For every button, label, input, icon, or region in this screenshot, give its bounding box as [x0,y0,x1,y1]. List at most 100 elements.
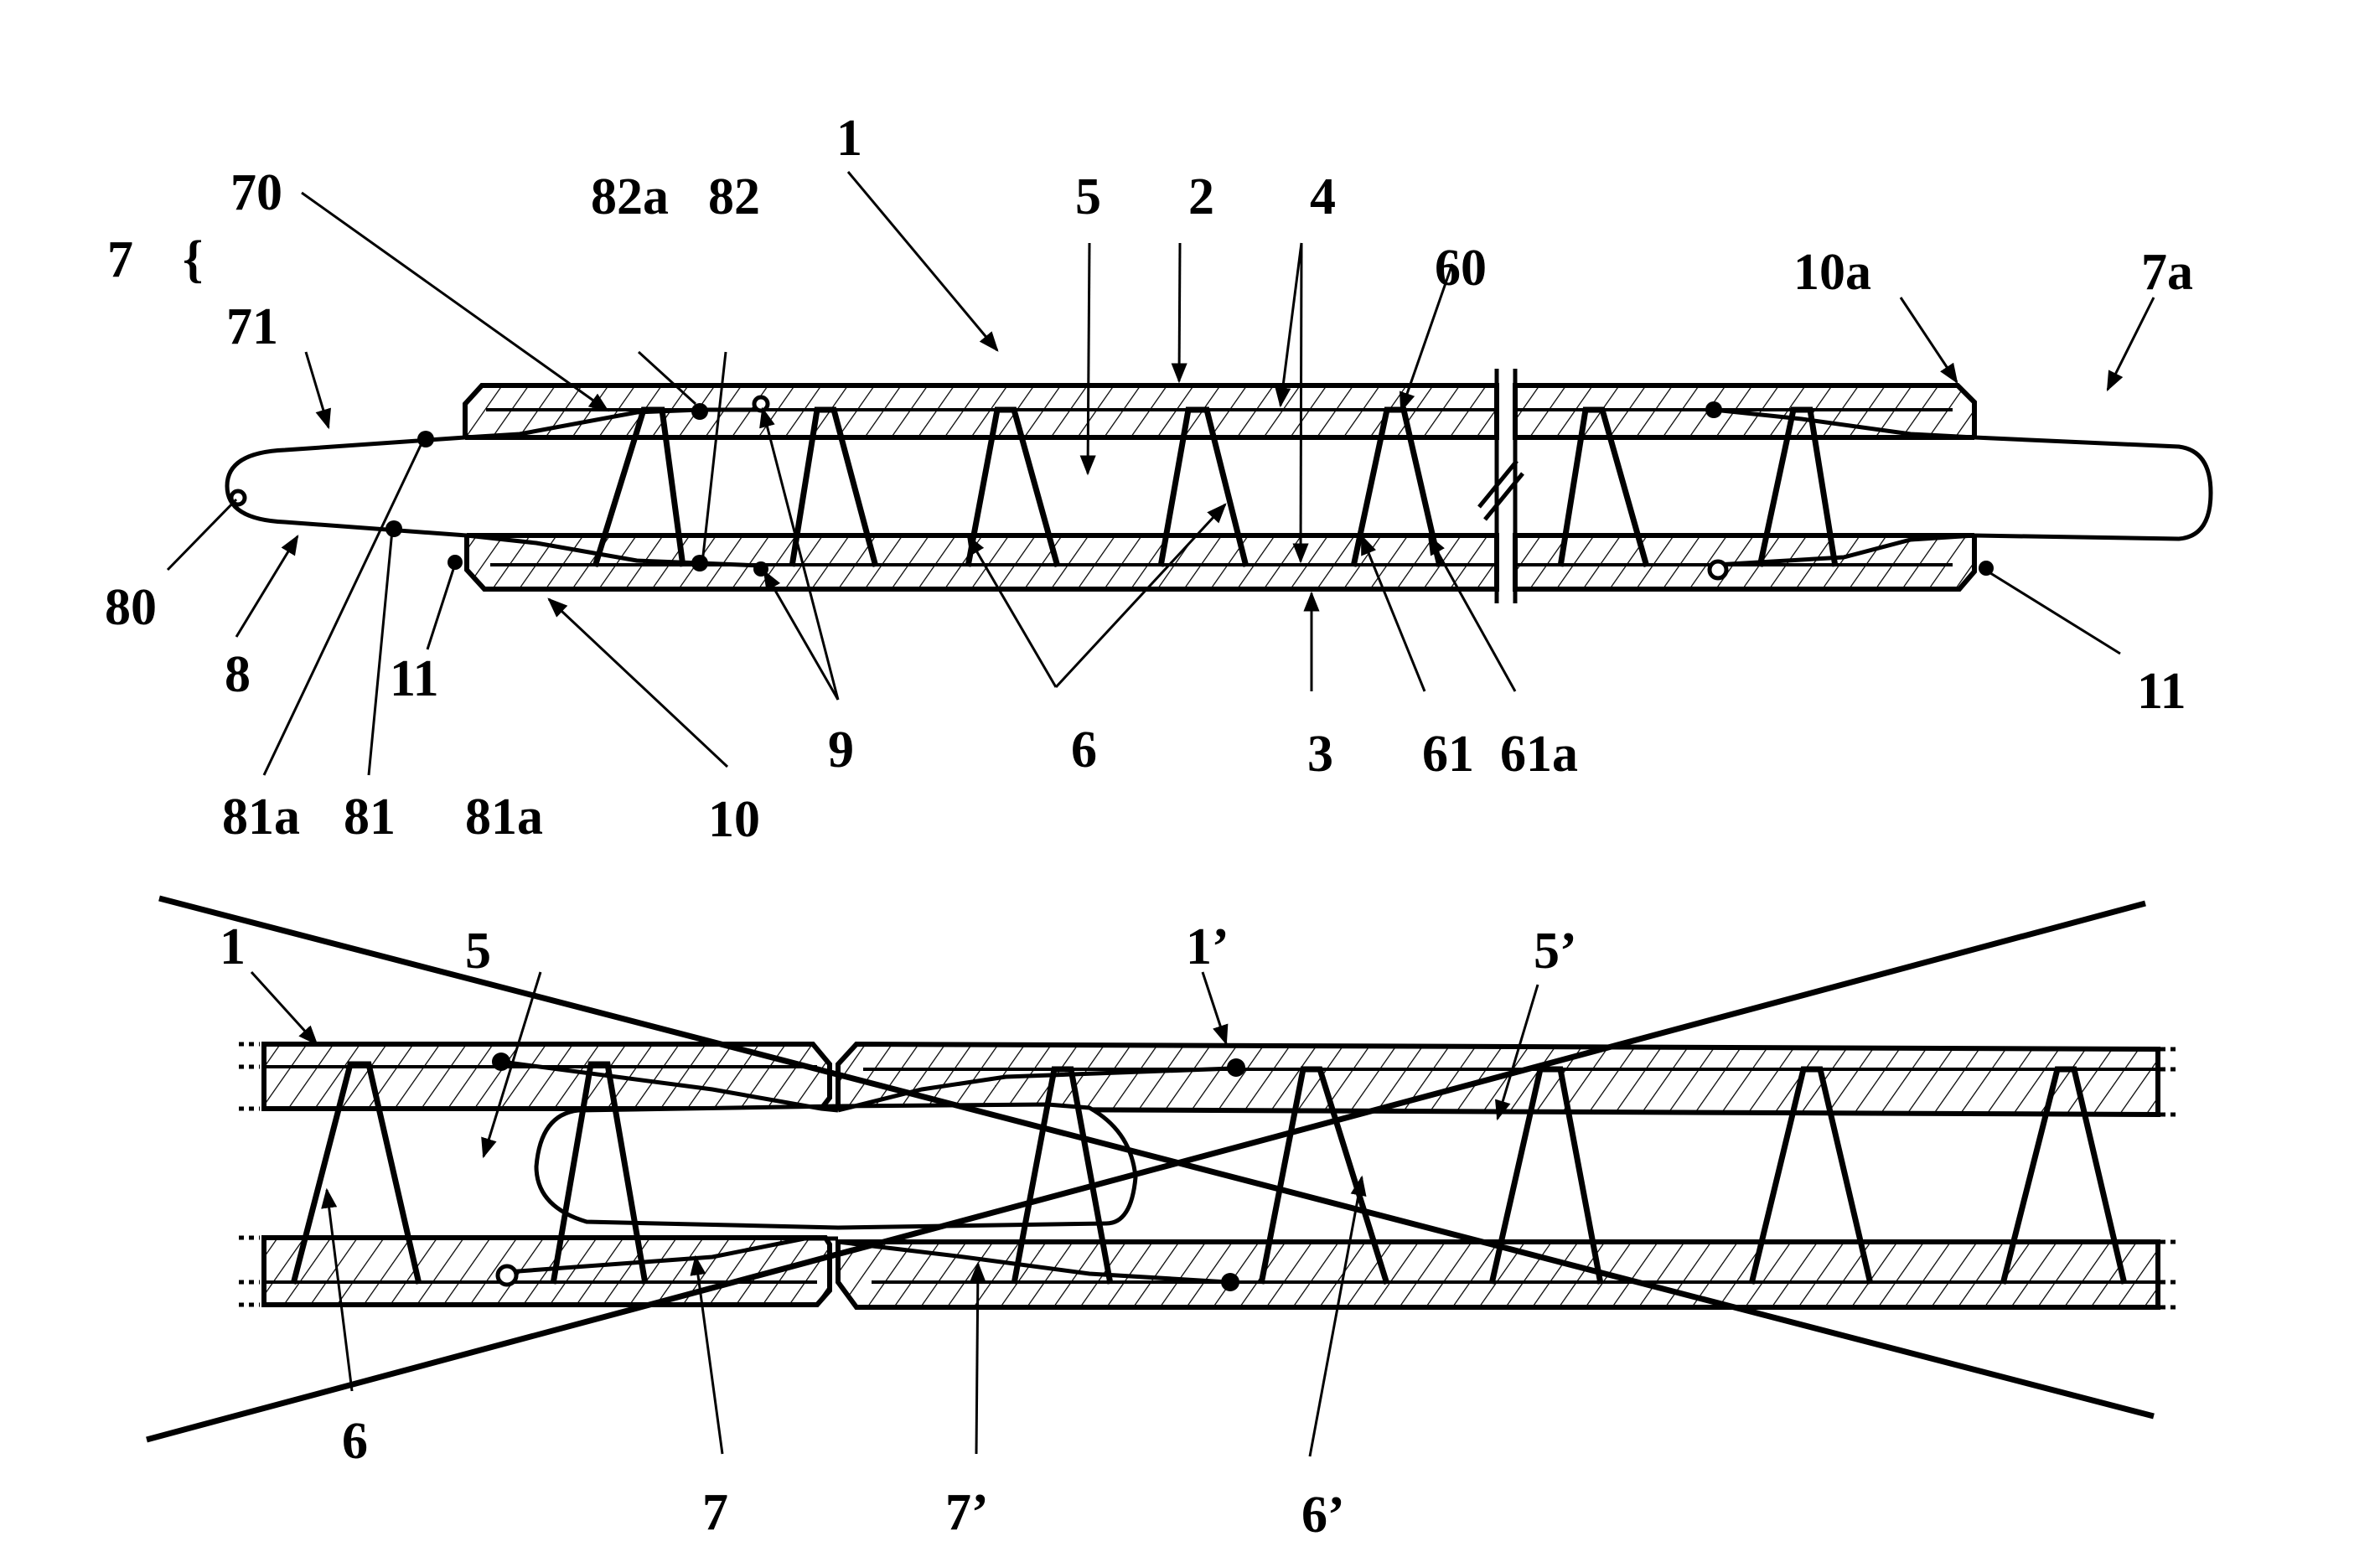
node-82a-upper [691,403,708,420]
leader-9b [763,569,840,701]
node-right-lower [1221,1273,1239,1291]
label-10: 10 [708,791,760,848]
leader-b6 [321,1187,354,1392]
label-82: 82 [708,168,760,225]
strut [1748,1066,1874,1285]
strut [1350,406,1443,567]
strut [789,406,879,567]
label-61a: 61a [1500,726,1578,783]
leader-60 [1400,263,1454,413]
node-82-lower [691,555,708,572]
node-81 [385,520,402,537]
central-plug [534,1102,1138,1230]
leader-5 [1079,242,1096,476]
leader-81 [367,530,394,776]
wire-left-lower [506,1236,838,1275]
label-5: 5 [1075,168,1101,225]
label-9: 9 [828,722,854,778]
label-b1: 1 [220,918,246,975]
leader-b1 [250,970,318,1046]
right-taper-upper [1713,407,1975,440]
wire-right-upper [837,1066,1233,1113]
node-right-upper [1227,1058,1245,1077]
leader-10a [1899,297,1958,384]
strut [1557,406,1650,567]
strut [550,1061,649,1285]
node-left-upper [492,1053,510,1071]
leader-b5 [481,971,542,1159]
node-9-upper [752,395,770,413]
right-taper-lower [1715,533,1975,567]
leader-7a [2106,297,2155,392]
figure-bottom: 1 5 1’ 5’ 6 7 7’ 6’ [146,895,2179,1544]
label-b1p: 1’ [1186,918,1229,975]
node-11-left [448,555,463,570]
leader-82a [637,350,697,406]
leader-b7 [690,1254,724,1455]
figure-top: 1 70 82a 82 5 2 4 60 10a 7a 7 { 71 80 8 … [105,110,2213,848]
leader-82 [701,351,727,564]
leader-b6p [1308,1175,1367,1457]
left-tube-upper-wall [261,1042,832,1111]
label-81a-left: 81a [222,789,300,846]
leader-1 [846,171,999,352]
leader-80 [166,498,238,572]
label-60: 60 [1435,240,1487,297]
leader-81a-left [262,439,425,776]
label-brace: { [183,231,203,288]
break-slash-2 [1483,472,1524,521]
leader-71 [304,351,331,430]
break-slash-1 [1477,459,1519,509]
leader-61a [1427,534,1517,692]
leader-61 [1360,534,1426,692]
strut [1011,1066,1114,1285]
label-11-right: 11 [2137,663,2186,720]
right-plug [1974,435,2213,541]
label-3: 3 [1307,726,1333,783]
label-81: 81 [344,789,396,846]
strut [1157,406,1250,567]
label-6: 6 [1071,722,1097,778]
leader-4a [1275,242,1303,408]
strut [2000,1066,2128,1285]
label-8: 8 [225,646,251,703]
leader-70 [301,191,609,412]
node-left-lower [495,1264,519,1287]
strut [290,1061,422,1285]
struts-top [592,406,1839,568]
leader-10 [547,597,729,768]
label-b5p: 5’ [1534,923,1577,980]
label-4: 4 [1310,168,1336,225]
label-61: 61 [1422,726,1474,783]
strut [1757,406,1839,567]
node-right-lower [1707,559,1729,581]
broken-ends [239,1042,2179,1310]
label-b7: 7 [702,1484,728,1541]
label-10a: 10a [1793,244,1871,301]
wire-right-lower [837,1239,1229,1285]
leader-b5p [1495,984,1539,1121]
leader-11-right [1987,570,2121,655]
leader-6b [1054,503,1227,689]
label-80: 80 [105,579,157,636]
cross-line-ascending [146,900,2146,1443]
leader-b1p [1201,971,1229,1046]
label-b5: 5 [465,923,491,980]
leader-9a [759,406,840,701]
label-71: 71 [226,298,278,355]
strut [965,406,1061,567]
label-b7p: 7’ [945,1484,989,1541]
label-82a: 82a [591,168,669,225]
strut [592,406,686,568]
cross-line-descending [158,895,2155,1420]
label-2: 2 [1188,168,1214,225]
node-right-upper [1705,401,1722,418]
label-b6p: 6’ [1301,1487,1345,1544]
right-tube-lower-wall [836,1239,2160,1310]
strut [1488,1066,1604,1285]
label-7a: 7a [2141,244,2193,301]
leader-2 [1171,242,1187,384]
label-70: 70 [230,164,282,221]
left-plug [225,435,468,538]
